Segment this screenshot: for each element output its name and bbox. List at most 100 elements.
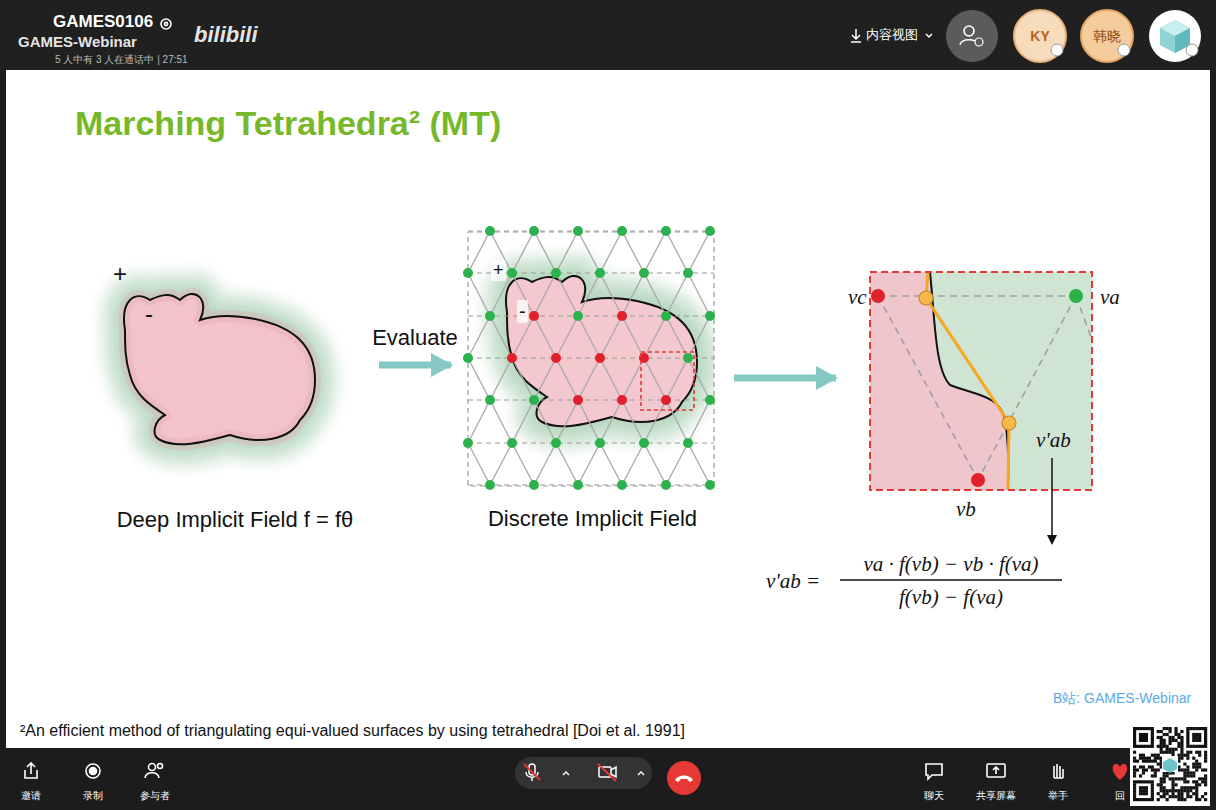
qr-code [1166, 798, 1169, 801]
qr-code [1204, 751, 1207, 754]
zoom-panel [926, 272, 1009, 490]
qr-code [1133, 765, 1136, 768]
qr-code [1180, 792, 1183, 795]
qr-code [1204, 780, 1207, 783]
qr-code [1183, 763, 1186, 766]
implicit-field-figure [124, 294, 315, 444]
qr-code [1133, 768, 1136, 771]
toolbar-icon [158, 764, 163, 769]
qr-code [1192, 765, 1195, 768]
discrete-field-figure [506, 276, 697, 426]
qr-code [1142, 780, 1145, 783]
qr-code [1204, 742, 1207, 745]
qr-code [1186, 789, 1189, 792]
qr-code [1151, 736, 1154, 739]
grid-line [534, 316, 556, 358]
qr-code [1186, 733, 1189, 736]
grid-vertex [683, 353, 693, 363]
qr-code [1133, 798, 1136, 801]
qr-code [1189, 795, 1192, 798]
qr-code [1157, 754, 1160, 757]
qr-code [1171, 736, 1174, 739]
qr-code [1133, 789, 1136, 792]
qr-code [1139, 745, 1142, 748]
qr-code [1171, 783, 1174, 786]
qr-code [1160, 789, 1163, 792]
qr-code [1174, 739, 1177, 742]
avatar [1081, 10, 1133, 62]
discrete-field-figure [506, 276, 697, 426]
qr-code [1192, 727, 1195, 730]
qr-code [1183, 771, 1186, 774]
toolbar-label: 聊天 [924, 790, 944, 802]
qr-code [1142, 789, 1145, 792]
qr-code [1169, 789, 1172, 792]
qr-code [1180, 751, 1183, 754]
qr-code [1136, 760, 1139, 763]
qr-code [1183, 754, 1186, 757]
implicit-field-figure [124, 294, 315, 444]
qr-code [1189, 774, 1192, 777]
qr-code [1151, 798, 1154, 801]
qr-code [1169, 748, 1172, 751]
view-menu: 内容视图 [866, 28, 918, 43]
grid-line [578, 400, 600, 443]
qr-code [1163, 795, 1166, 798]
toolbar-label: 回 [1115, 790, 1125, 802]
zoom-panel [878, 295, 1076, 297]
avatar [1014, 10, 1066, 62]
qr-code [1163, 792, 1166, 795]
qr-code [1201, 777, 1204, 780]
qr-code [1177, 792, 1180, 795]
qr-code [1133, 727, 1136, 730]
qr-code [1169, 730, 1172, 733]
qr-code [1145, 760, 1148, 763]
qr-code [1198, 736, 1201, 739]
qr-code [1186, 774, 1189, 777]
grid-line [468, 357, 714, 358]
grid-line [468, 443, 490, 485]
qr-code [1145, 798, 1148, 801]
grid-line [600, 231, 622, 273]
grid-vertex [661, 226, 671, 236]
call-controls [598, 764, 616, 781]
qr-code [1160, 748, 1163, 751]
grid-vertex [529, 226, 539, 236]
bottom-bar [0, 748, 1216, 810]
qr-code [1195, 786, 1198, 789]
grid-vertex [683, 268, 693, 278]
flow-arrow [734, 375, 836, 382]
panel-caption: Discrete Implicit Field [488, 506, 697, 531]
grid-line [578, 443, 600, 485]
meeting-title: GAMES0106 [53, 12, 153, 32]
slide-ground [6, 70, 1210, 748]
grid-vertex [617, 226, 627, 236]
qr-code [1171, 748, 1174, 751]
zoom-panel [870, 272, 1092, 490]
qr-code [1133, 783, 1136, 786]
like-icon [1113, 764, 1128, 780]
grid-vertex [551, 438, 561, 448]
qr-code [1204, 736, 1207, 739]
qr-code [1133, 792, 1136, 795]
qr-code [1189, 727, 1192, 730]
qr-code [1180, 786, 1183, 789]
toolbar-icon [149, 764, 156, 771]
qr-code [1195, 795, 1198, 798]
qr-code [1174, 727, 1177, 730]
qr-code [1183, 780, 1186, 783]
implicit-field-figure [124, 294, 315, 444]
qr-code [1183, 789, 1186, 792]
grid-vertex [529, 395, 539, 405]
qr-code [1174, 730, 1177, 733]
add-member-button [946, 10, 998, 62]
qr-code [1139, 792, 1142, 795]
grid-line [666, 358, 688, 400]
qr-code [1142, 786, 1145, 789]
qr-code [1157, 792, 1160, 795]
qr-code [1166, 751, 1169, 754]
settings-icon [161, 19, 171, 29]
qr-code [1151, 780, 1154, 783]
qr-code [1166, 774, 1169, 777]
grid-line [534, 231, 556, 273]
